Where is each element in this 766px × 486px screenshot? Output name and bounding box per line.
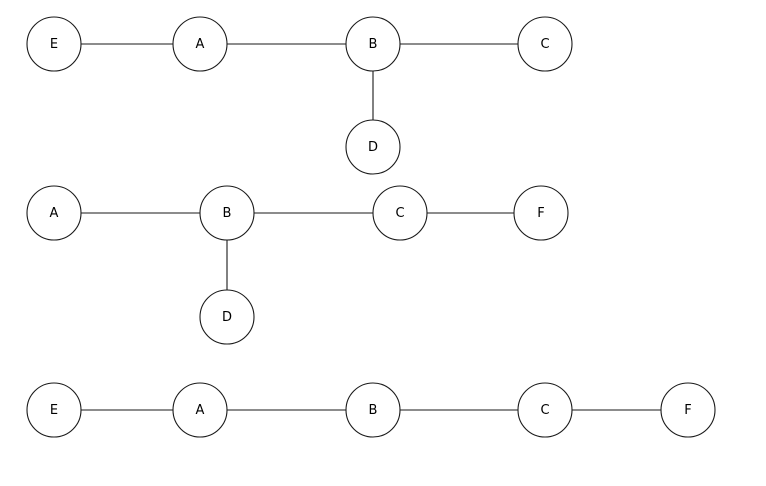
node-b[interactable]: B [345,382,401,438]
node-a[interactable]: A [172,16,228,72]
node-c[interactable]: C [517,382,573,438]
node-b[interactable]: B [199,185,255,241]
graph-top-edges [81,43,518,120]
graph-middle: A B C F D [26,185,569,345]
node-a[interactable]: A [26,185,82,241]
node-circle-c[interactable] [517,382,573,438]
node-d[interactable]: D [199,289,255,345]
node-circle-e[interactable] [26,382,82,438]
node-circle-d[interactable] [199,289,255,345]
node-b[interactable]: B [345,16,401,72]
node-circle-b[interactable] [345,16,401,72]
node-circle-b[interactable] [345,382,401,438]
node-c[interactable]: C [372,185,428,241]
node-circle-a[interactable] [26,185,82,241]
graph-middle-nodes: A B C F D [26,185,569,345]
node-e[interactable]: E [26,16,82,72]
node-circle-c[interactable] [517,16,573,72]
node-f[interactable]: F [513,185,569,241]
node-c[interactable]: C [517,16,573,72]
node-f[interactable]: F [660,382,716,438]
node-circle-a[interactable] [172,382,228,438]
graph-top-nodes: E A B C D [26,16,573,175]
node-circle-c[interactable] [372,185,428,241]
graph-top: E A B C D [26,16,573,175]
node-a[interactable]: A [172,382,228,438]
node-d[interactable]: D [345,119,401,175]
node-circle-a[interactable] [172,16,228,72]
node-circle-f[interactable] [513,185,569,241]
node-circle-f[interactable] [660,382,716,438]
node-circle-d[interactable] [345,119,401,175]
node-circle-e[interactable] [26,16,82,72]
node-e[interactable]: E [26,382,82,438]
graph-middle-edges [81,212,514,290]
node-circle-b[interactable] [199,185,255,241]
